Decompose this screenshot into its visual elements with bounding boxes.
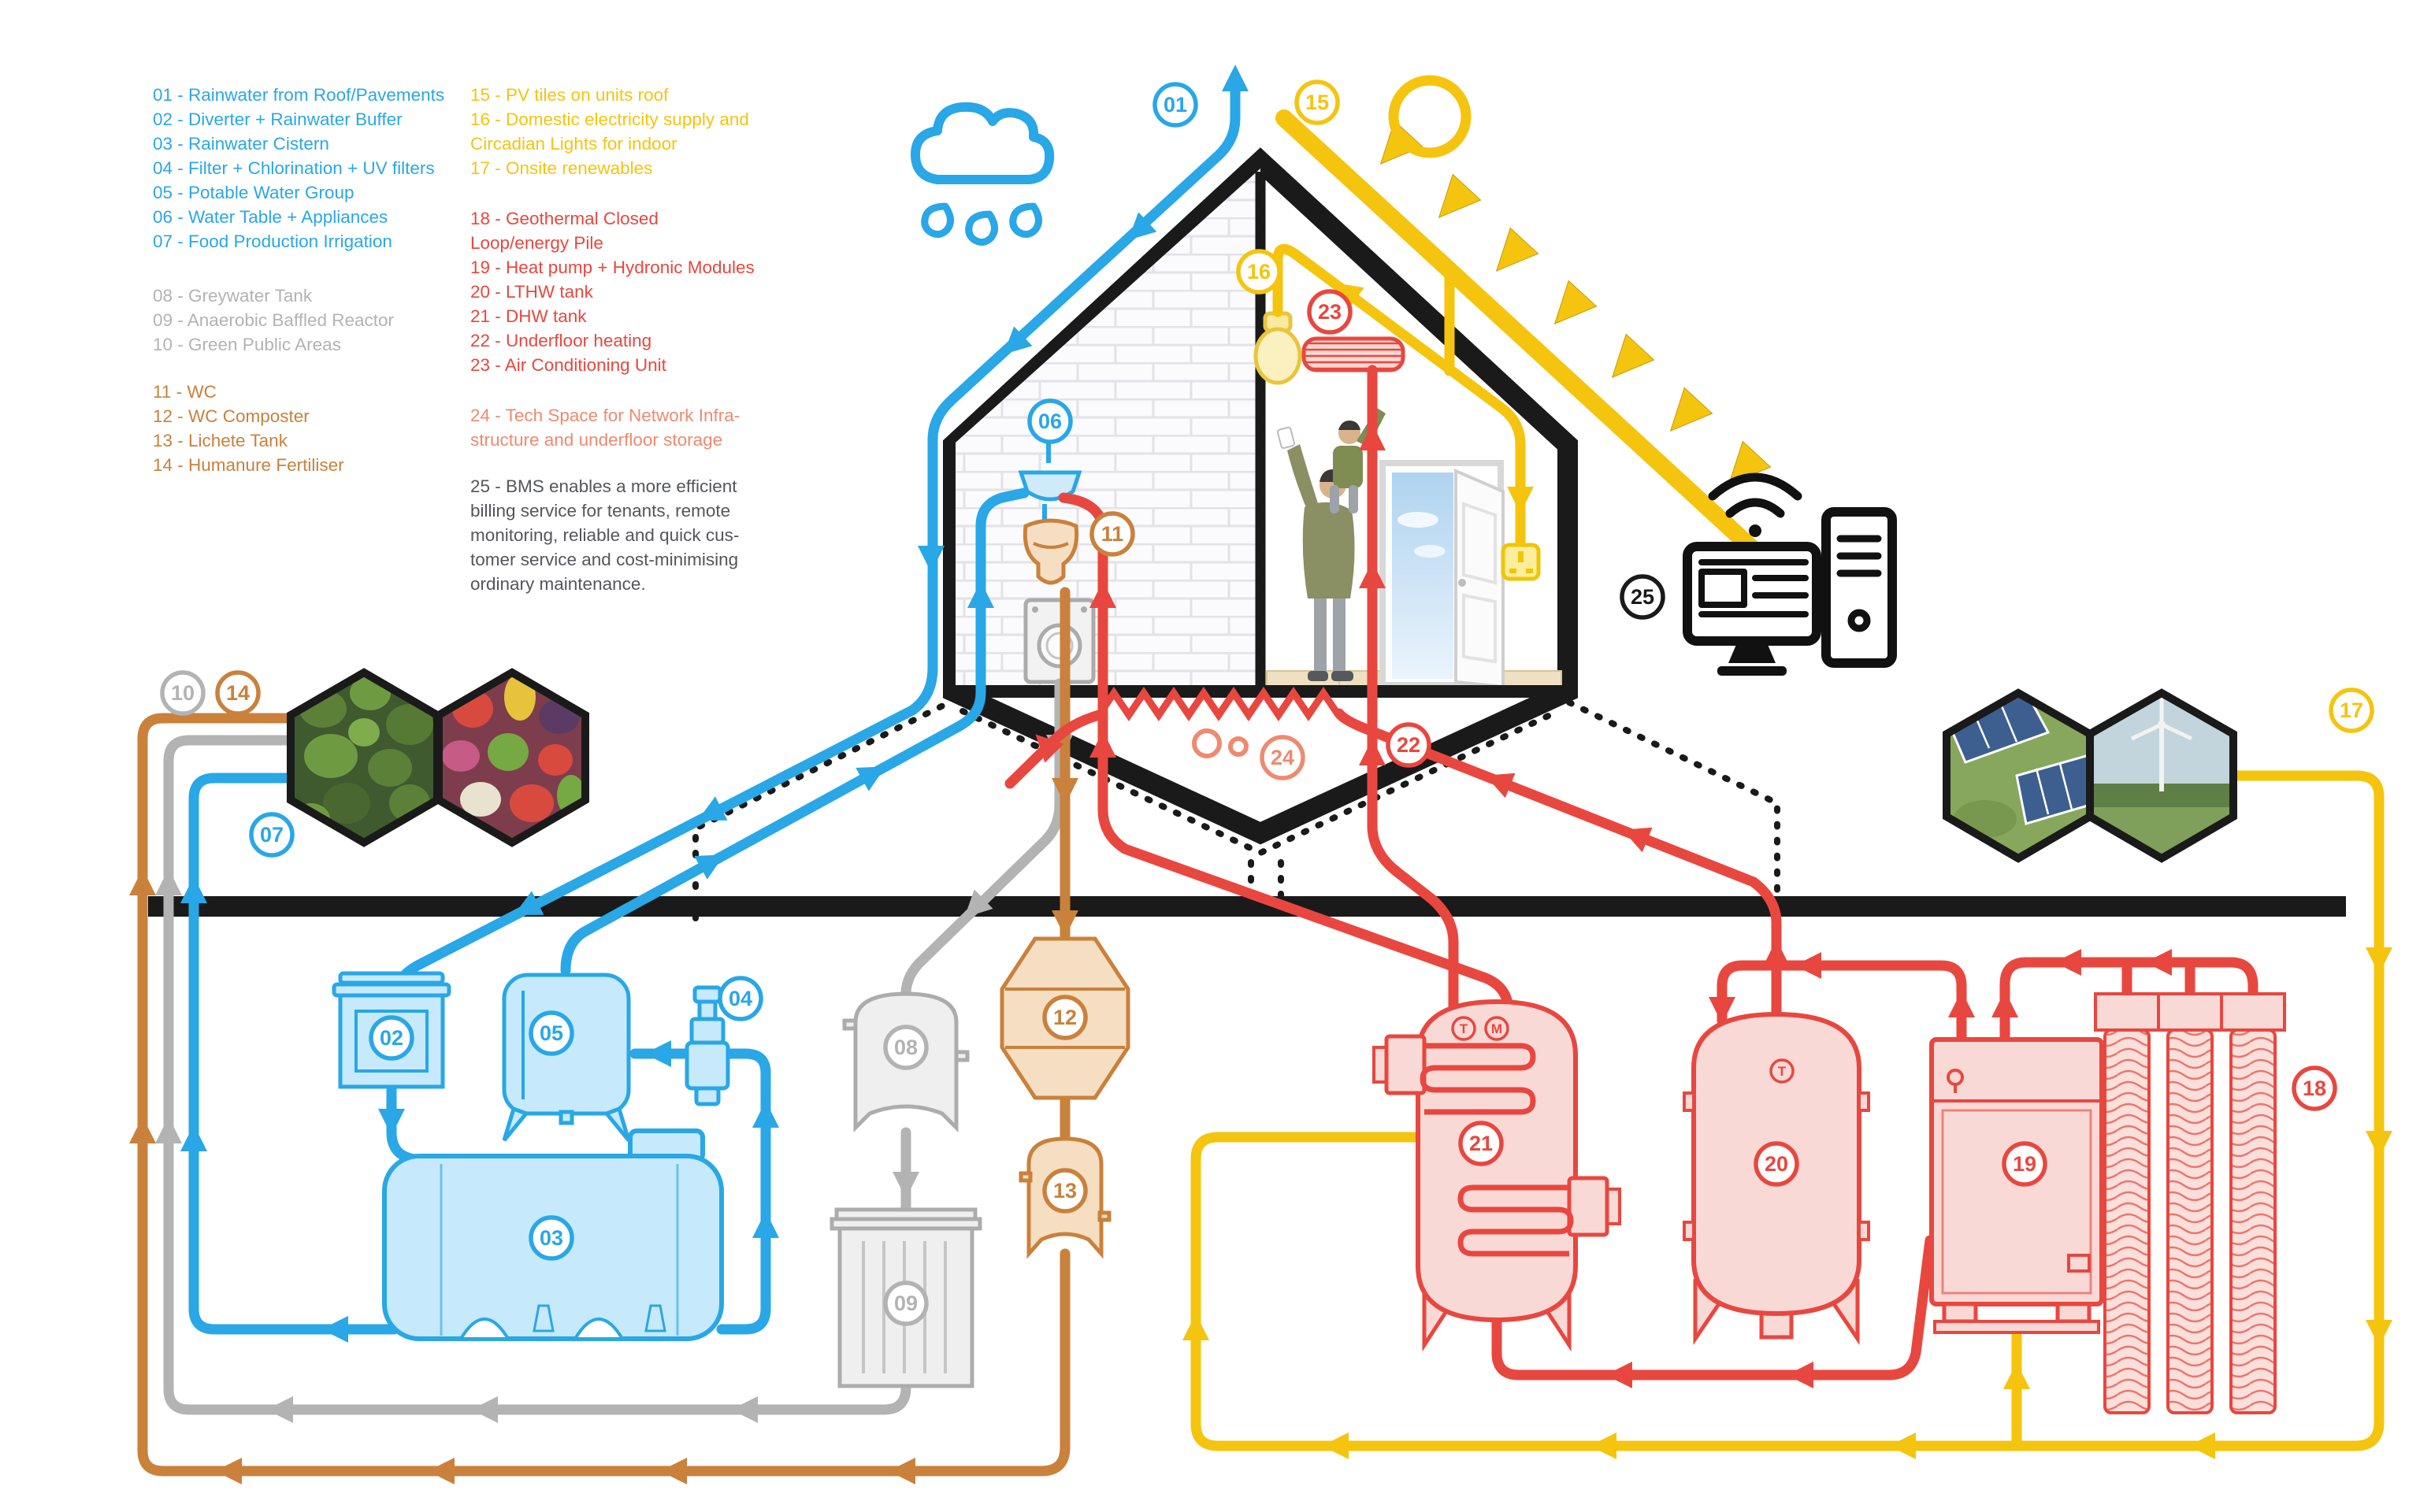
badge-09: 09	[883, 1280, 929, 1326]
badge-24: 24	[1260, 735, 1305, 780]
compost-pipes	[137, 587, 1071, 1477]
wind-farm-photo	[2086, 688, 2237, 863]
green-public-areas-photo	[287, 668, 441, 847]
svg-text:15: 15	[1305, 91, 1329, 114]
svg-text:06: 06	[1038, 410, 1062, 433]
tank-mark-T: T	[1451, 1016, 1476, 1041]
svg-text:10: 10	[171, 681, 195, 705]
person-with-child	[1276, 408, 1386, 681]
svg-text:20: 20	[1765, 1152, 1788, 1176]
badge-12: 12	[1042, 995, 1088, 1040]
badge-11: 11	[1089, 511, 1135, 557]
badge-13: 13	[1042, 1168, 1088, 1214]
tank-mark-T: T	[1769, 1058, 1795, 1084]
badge-06: 06	[1027, 398, 1073, 444]
tank-mark-M: M	[1484, 1016, 1509, 1041]
badge-16: 16	[1236, 249, 1282, 295]
underfloor-heating-zigzag	[1096, 686, 1342, 722]
open-door	[1379, 460, 1505, 689]
badge-04: 04	[718, 976, 763, 1021]
badge-14: 14	[215, 670, 261, 716]
svg-text:19: 19	[2013, 1152, 2036, 1176]
badge-07: 07	[249, 812, 295, 858]
svg-text:03: 03	[540, 1226, 563, 1250]
badge-08: 08	[883, 1025, 929, 1070]
sun-icon	[1388, 75, 1472, 158]
air-conditioning-unit	[1301, 336, 1405, 372]
svg-text:24: 24	[1271, 746, 1294, 769]
rain-cloud-icon	[911, 102, 1055, 246]
ground-line	[148, 896, 2346, 917]
svg-text:05: 05	[540, 1021, 563, 1045]
svg-text:01: 01	[1164, 93, 1187, 117]
svg-text:09: 09	[894, 1292, 918, 1315]
svg-text:T: T	[1460, 1021, 1468, 1036]
potable-water-tank	[502, 973, 631, 1142]
food-production-photo	[435, 668, 589, 847]
numbered-badges: 01 02 03 04 05 06 07 08 09 10 11 12 13 14 15 16 17 18 19 20…	[160, 80, 2374, 1326]
svg-text:04: 04	[729, 987, 752, 1010]
toilet	[1023, 518, 1079, 585]
svg-text:14: 14	[226, 681, 250, 705]
wash-basin	[1018, 441, 1082, 521]
svg-text:11: 11	[1101, 522, 1124, 546]
badge-17: 17	[2329, 687, 2374, 733]
badge-20: 20	[1754, 1141, 1799, 1187]
anaerobic-baffled-reactor	[830, 1207, 982, 1388]
badge-10: 10	[160, 670, 206, 716]
badge-19: 19	[2002, 1141, 2047, 1187]
svg-text:13: 13	[1053, 1179, 1077, 1203]
solar-farm-photo	[1943, 688, 2094, 863]
badge-03: 03	[529, 1215, 574, 1261]
bms-computer-icon	[1683, 472, 1897, 676]
badge-22: 22	[1386, 722, 1431, 768]
lightbulb-icon	[1253, 311, 1302, 385]
badge-21: 21	[1458, 1121, 1504, 1166]
geothermal-piles	[2094, 992, 2286, 1414]
svg-text:M: M	[1491, 1021, 1502, 1036]
badge-15: 15	[1294, 80, 1340, 125]
svg-text:18: 18	[2303, 1077, 2326, 1100]
badge-01: 01	[1152, 82, 1198, 128]
svg-text:23: 23	[1318, 300, 1342, 324]
heat-pump-unit	[1929, 1037, 2104, 1334]
svg-text:T: T	[1778, 1064, 1787, 1079]
svg-text:16: 16	[1247, 260, 1271, 284]
dhw-tank	[1372, 999, 1621, 1352]
svg-text:02: 02	[380, 1026, 403, 1050]
wifi-icon	[1708, 472, 1802, 537]
svg-text:12: 12	[1053, 1006, 1077, 1029]
svg-text:22: 22	[1397, 733, 1420, 757]
badge-25: 25	[1620, 574, 1665, 620]
svg-text:21: 21	[1469, 1132, 1493, 1155]
badge-02: 02	[369, 1015, 414, 1061]
svg-text:17: 17	[2340, 699, 2363, 722]
power-socket-icon	[1501, 543, 1541, 581]
badge-05: 05	[529, 1010, 574, 1056]
badge-18: 18	[2292, 1065, 2337, 1111]
washing-machine	[1023, 598, 1096, 684]
svg-text:07: 07	[260, 823, 284, 847]
svg-text:08: 08	[894, 1036, 918, 1059]
electricity-pipes	[1190, 243, 2385, 1451]
tech-space-items	[1192, 728, 1249, 758]
svg-text:25: 25	[1631, 585, 1654, 609]
badge-23: 23	[1307, 289, 1353, 335]
heating-pipes	[1004, 365, 2259, 1380]
